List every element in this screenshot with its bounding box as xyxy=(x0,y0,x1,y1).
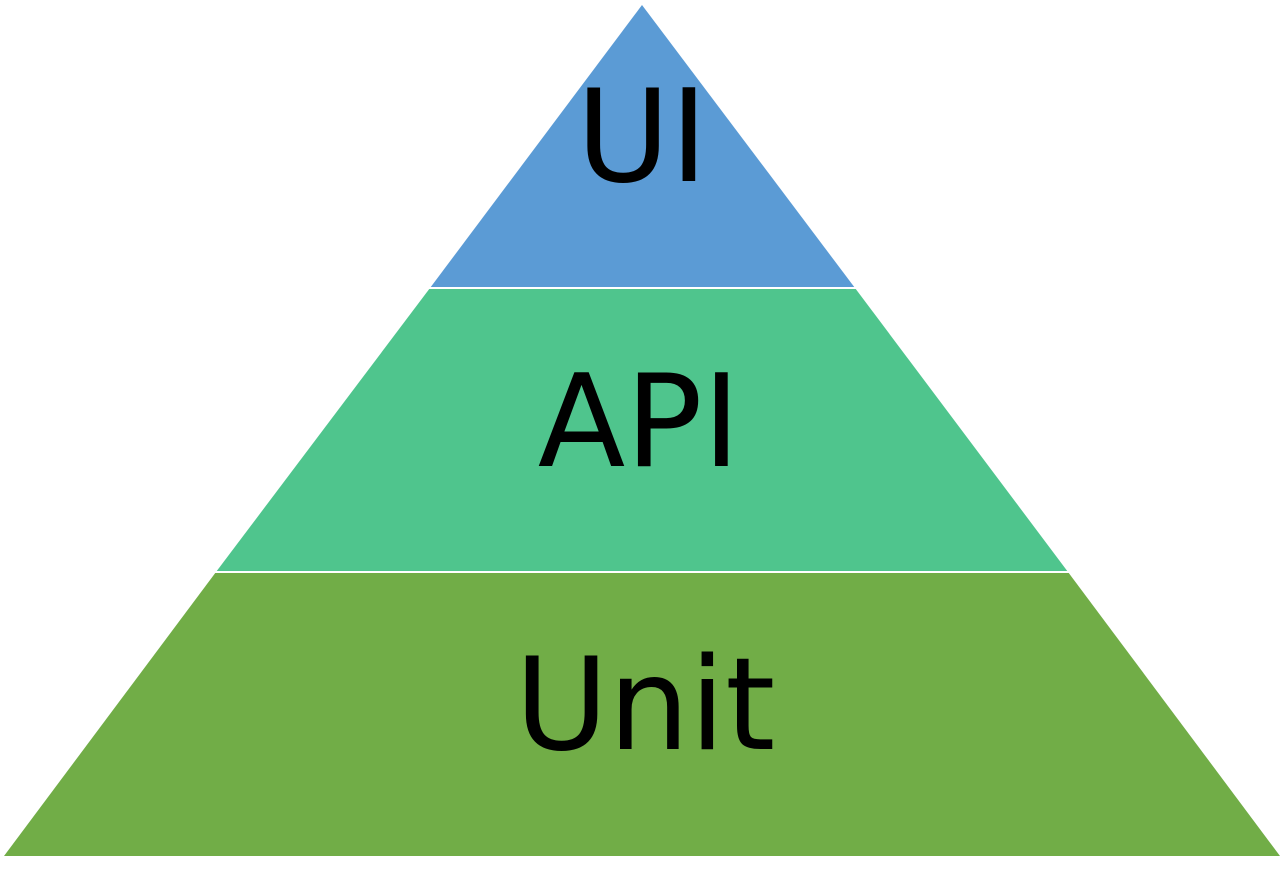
pyramid-tier-api xyxy=(216,288,1068,572)
pyramid-label-ui: UI xyxy=(576,63,707,212)
pyramid-label-unit: Unit xyxy=(515,631,776,780)
pyramid-label-api: API xyxy=(538,348,741,497)
pyramid-tier-unit xyxy=(4,572,1280,856)
pyramid-tier-ui xyxy=(430,5,855,288)
